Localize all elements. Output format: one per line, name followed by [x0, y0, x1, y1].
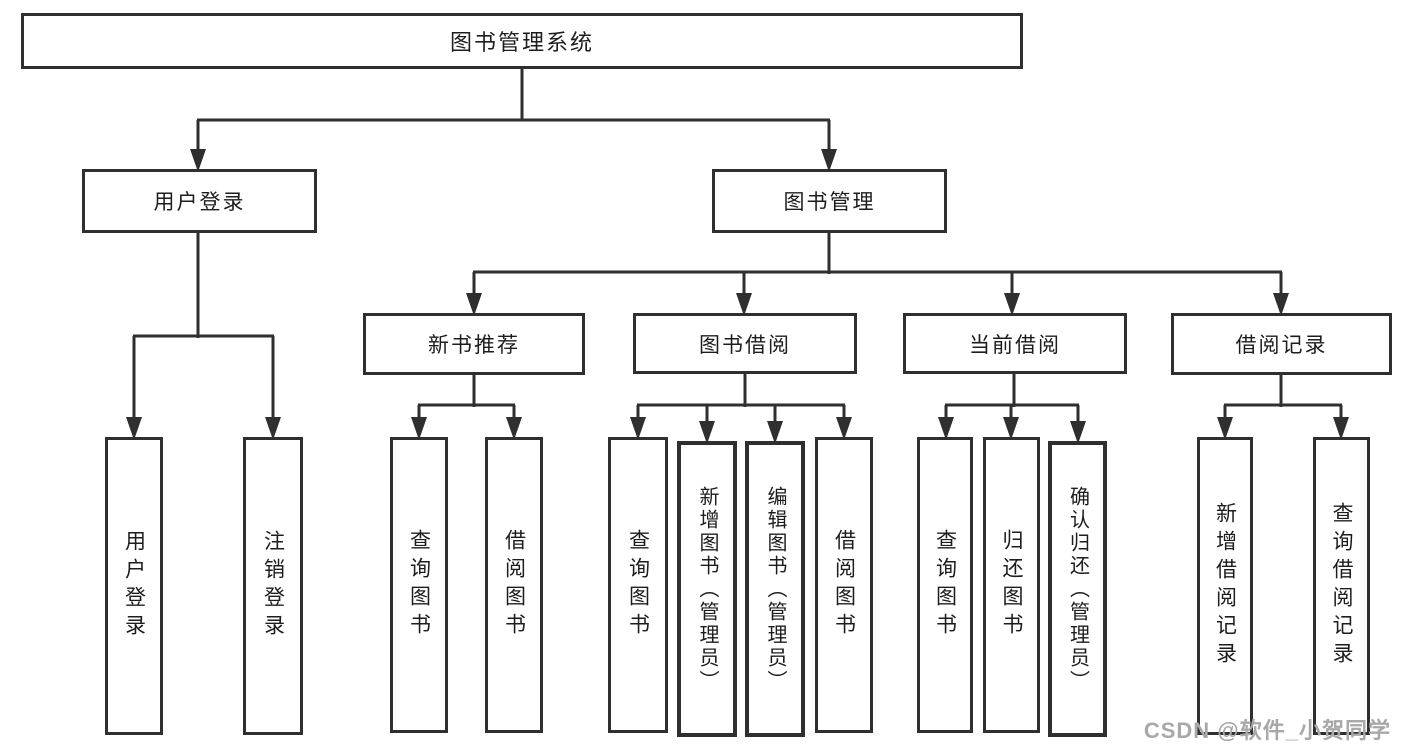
watermark: CSDN @软件_小贺同学	[1143, 718, 1391, 743]
leaf-query-book: 查询图书	[917, 437, 973, 733]
leaf-label: 归还图书	[1000, 529, 1023, 641]
leaf-label: 查询借阅记录	[1330, 502, 1353, 670]
arrow-down-icon	[1003, 417, 1019, 440]
leaf-label: 用户登录	[122, 530, 146, 642]
arrow-down-icon	[466, 293, 482, 316]
arrow-down-icon	[1070, 421, 1086, 444]
node-book-borrow: 图书借阅	[633, 313, 857, 374]
leaf-label: 确认归还（管理员）	[1066, 485, 1089, 693]
arrow-down-icon	[265, 417, 281, 440]
arrow-down-icon	[938, 417, 954, 440]
leaf-label: 借阅图书	[832, 529, 856, 641]
node-library-system: 图书管理系统	[21, 13, 1023, 69]
leaf-label: 借阅图书	[502, 529, 526, 641]
leaf-label: 注销登录	[261, 530, 285, 642]
leaf-label: 查询图书	[626, 529, 650, 641]
arrow-down-icon	[630, 417, 646, 440]
node-user-login: 用户登录	[82, 169, 317, 233]
leaf-label: 查询图书	[933, 529, 957, 641]
leaf-return-book: 归还图书	[983, 437, 1040, 733]
node-label: 图书管理系统	[449, 30, 594, 55]
node-label: 新书推荐	[428, 334, 520, 357]
arrow-down-icon	[1217, 417, 1233, 440]
arrow-down-icon	[1004, 293, 1020, 316]
leaf-edit-book-admin: 编辑图书（管理员）	[745, 441, 805, 737]
arrow-down-icon	[190, 149, 206, 172]
arrow-down-icon	[836, 417, 852, 440]
leaf-add-borrow-record: 新增借阅记录	[1197, 437, 1253, 735]
leaf-add-book-admin: 新增图书（管理员）	[677, 441, 737, 737]
arrow-down-icon	[411, 417, 427, 440]
leaf-label: 编辑图书（管理员）	[764, 485, 786, 693]
leaf-user-login: 用户登录	[105, 437, 163, 735]
node-label: 图书管理	[783, 191, 876, 214]
leaf-borrow-book: 借阅图书	[485, 437, 543, 733]
arrow-down-icon	[767, 421, 783, 444]
arrow-down-icon	[821, 149, 837, 172]
leaf-label: 查询图书	[407, 529, 431, 641]
node-new-book-recommend: 新书推荐	[363, 313, 585, 375]
node-current-borrow: 当前借阅	[903, 313, 1127, 374]
arrow-down-icon	[1333, 417, 1349, 440]
node-borrow-record: 借阅记录	[1171, 313, 1392, 375]
node-label: 当前借阅	[969, 333, 1061, 357]
arrow-down-icon	[506, 417, 522, 440]
node-book-management: 图书管理	[712, 169, 947, 233]
leaf-borrow-book: 借阅图书	[815, 437, 873, 733]
arrow-down-icon	[1273, 293, 1289, 316]
leaf-query-book: 查询图书	[608, 437, 668, 733]
arrow-down-icon	[699, 421, 715, 444]
leaf-label: 新增借阅记录	[1213, 502, 1237, 670]
leaf-label: 新增图书（管理员）	[696, 485, 718, 693]
node-label: 用户登录	[153, 191, 246, 214]
leaf-query-book: 查询图书	[390, 437, 448, 733]
leaf-query-borrow-record: 查询借阅记录	[1313, 437, 1370, 735]
leaf-confirm-return-admin: 确认归还（管理员）	[1048, 441, 1107, 737]
node-label: 图书借阅	[699, 333, 791, 357]
arrow-down-icon	[736, 293, 752, 316]
arrow-down-icon	[126, 417, 142, 440]
node-label: 借阅记录	[1235, 334, 1328, 357]
leaf-logout: 注销登录	[243, 437, 303, 735]
